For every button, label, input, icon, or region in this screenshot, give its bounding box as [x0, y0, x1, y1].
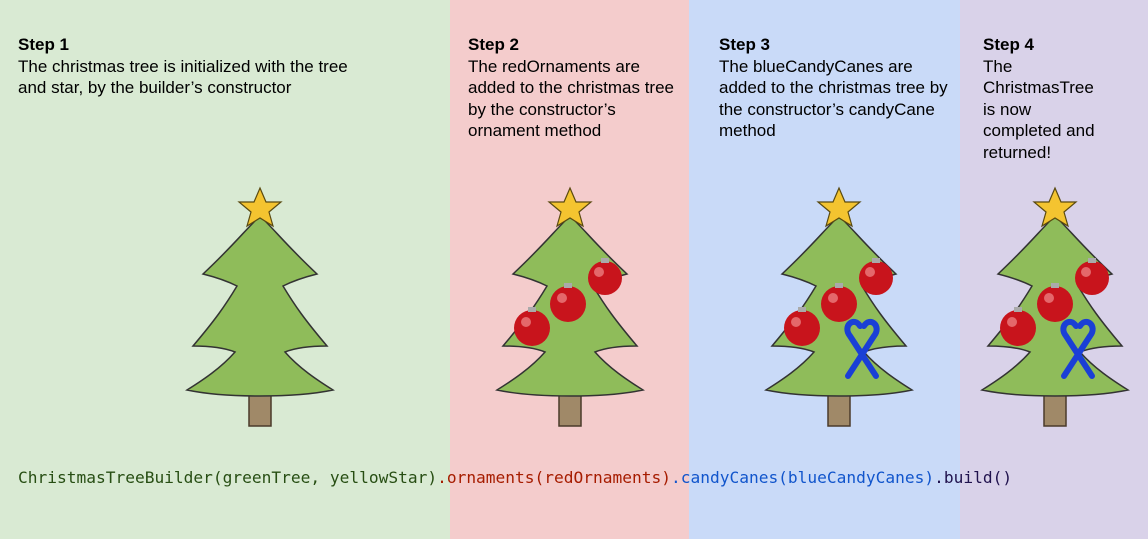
christmas-tree-icon: [185, 186, 335, 427]
star-icon: [547, 186, 593, 228]
tree-trunk: [827, 391, 851, 427]
code-candycanes-call: .candyCanes(blueCandyCanes): [670, 468, 935, 487]
step-3-panel: Step 3 The blueCandyCanes are added to t…: [689, 0, 960, 539]
red-ornament-icon: [859, 258, 893, 295]
step-1-text: Step 1 The christmas tree is initialized…: [18, 34, 358, 99]
red-ornament-icon: [1037, 283, 1073, 322]
step-1-title: Step 1: [18, 35, 70, 54]
step-1-description: The christmas tree is initialized with t…: [18, 56, 348, 98]
step-2-description: The redOrnaments are added to the christ…: [468, 56, 675, 141]
step-1-panel: Step 1 The christmas tree is initialized…: [0, 0, 450, 539]
step-3-text: Step 3 The blueCandyCanes are added to t…: [719, 34, 959, 142]
tree-trunk: [558, 391, 582, 427]
star-icon: [816, 186, 862, 228]
code-build-call: .build(): [934, 468, 1013, 487]
red-ornament-icon: [550, 283, 586, 322]
christmas-tree-icon: [495, 186, 645, 427]
christmas-tree-icon: [764, 186, 914, 427]
red-ornament-icon: [588, 258, 622, 295]
star-icon: [1032, 186, 1078, 228]
tree-trunk: [1043, 391, 1067, 427]
step-4-description: The ChristmasTree is now completed and r…: [983, 56, 1095, 162]
blue-candy-cane-icon: [1060, 318, 1096, 379]
step-2-panel: Step 2 The redOrnaments are added to the…: [450, 0, 689, 539]
step-2-title: Step 2: [468, 35, 520, 54]
step-4-panel: Step 4 The ChristmasTree is now complete…: [960, 0, 1148, 539]
red-ornament-icon: [1075, 258, 1109, 295]
blue-candy-cane-icon: [844, 318, 880, 379]
step-2-text: Step 2 The redOrnaments are added to the…: [468, 34, 678, 142]
tree-trunk: [248, 391, 272, 427]
code-ornaments-call: .ornaments(redOrnaments): [437, 468, 671, 487]
red-ornament-icon: [1000, 307, 1036, 346]
red-ornament-icon: [821, 283, 857, 322]
step-4-text: Step 4 The ChristmasTree is now complete…: [983, 34, 1108, 163]
star-icon: [237, 186, 283, 228]
step-3-description: The blueCandyCanes are added to the chri…: [719, 56, 948, 141]
red-ornament-icon: [514, 307, 550, 346]
builder-code-line: ChristmasTreeBuilder(greenTree, yellowSt…: [18, 468, 1012, 487]
step-3-title: Step 3: [719, 35, 771, 54]
red-ornament-icon: [784, 307, 820, 346]
tree-body: [185, 214, 335, 397]
code-builder-call: ChristmasTreeBuilder(greenTree, yellowSt…: [18, 468, 438, 487]
step-4-title: Step 4: [983, 35, 1035, 54]
christmas-tree-icon: [980, 186, 1130, 427]
